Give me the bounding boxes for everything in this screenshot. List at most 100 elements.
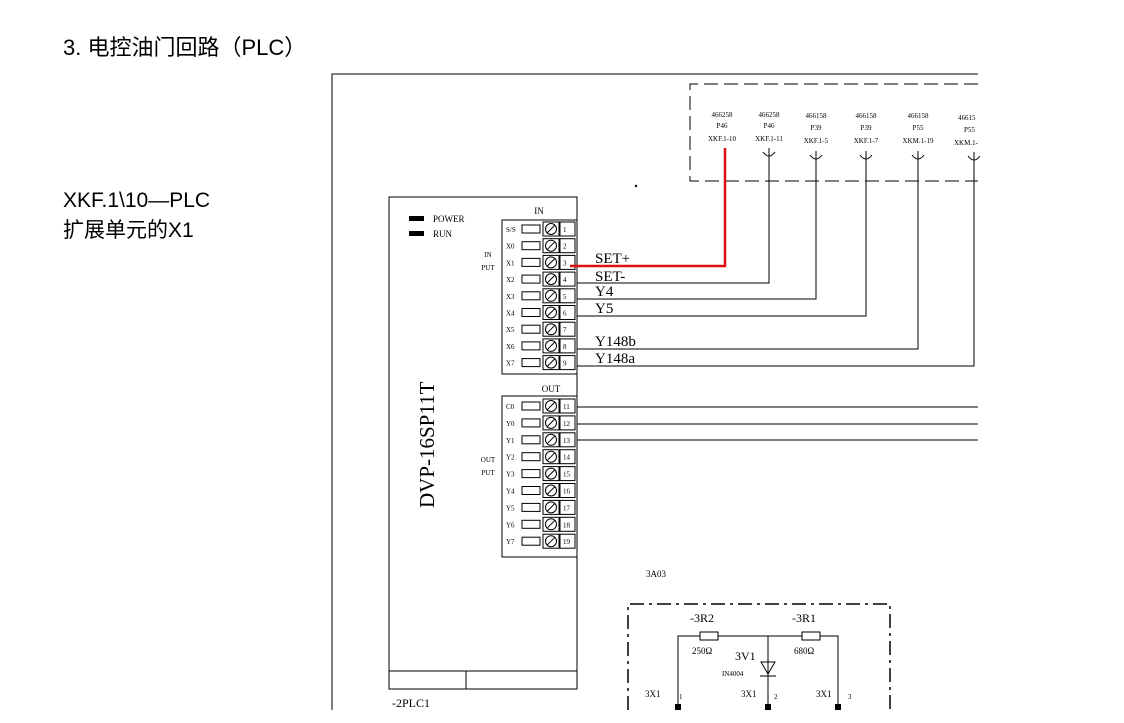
connector-1-number: 466258	[712, 111, 734, 119]
output-terminal-screw-icon	[545, 416, 557, 429]
output-terminal-screw-cell	[542, 466, 560, 482]
output-terminal-number: 17	[563, 504, 571, 512]
input-terminal-screw-slot	[546, 308, 556, 317]
module-tag: 3A03	[646, 569, 666, 579]
plc-module: -2PLC1 POWER RUN DVP-16SP11T IN PUT OUT …	[388, 196, 578, 710]
wire-label-y4: Y4	[595, 284, 614, 300]
input-terminal-screw-slot	[546, 241, 556, 251]
output-terminal-screw-icon	[545, 501, 557, 514]
input-terminal-number-cell	[559, 238, 576, 254]
output-terminal-name: Y4	[506, 488, 515, 496]
r1-label: -3R1	[792, 611, 816, 625]
connector-6-terminal: XKM.1-	[954, 139, 979, 147]
diode-label: 3V1	[735, 649, 756, 663]
input-terminal-screw-icon	[545, 339, 557, 352]
terminal-2-number: 2	[774, 693, 778, 701]
output-terminal-screw-icon	[545, 518, 557, 531]
input-terminal-screw-icon	[545, 356, 557, 369]
input-terminal-name: X5	[506, 326, 515, 334]
connector-1: 466258 P46 XKF.1-10	[708, 111, 737, 143]
output-terminal-screw-icon	[545, 467, 557, 480]
wire-label-y148b: Y148b	[595, 334, 636, 350]
run-led-icon	[409, 231, 424, 236]
output-terminal-screw-cell	[542, 398, 560, 414]
input-terminal-box-icon	[521, 274, 541, 284]
input-terminal-number-cell	[559, 321, 576, 337]
input-terminal-screw-slot	[546, 341, 556, 351]
plc-model-label: DVP-16SP11T	[415, 381, 439, 508]
output-terminal-screw-cell	[542, 415, 560, 431]
output-terminal-number: 19	[563, 538, 571, 546]
in-put-label-2: PUT	[481, 264, 495, 272]
output-terminal-box-icon	[521, 469, 541, 479]
connector-5-p: P55	[913, 124, 924, 132]
output-terminal-name: Y7	[506, 538, 515, 546]
input-terminal-name: X6	[506, 343, 515, 351]
input-terminal-number: 8	[563, 343, 567, 351]
wire-label-y148a: Y148a	[595, 351, 635, 367]
input-terminal-box-icon	[521, 241, 541, 251]
output-terminal-screw-cell	[542, 499, 560, 515]
output-terminal-name: Y5	[506, 504, 515, 512]
input-terminal-screw-icon	[545, 323, 557, 336]
wire-y148b	[577, 164, 919, 350]
input-terminal-number-cell	[559, 254, 576, 270]
input-terminal-screw-cell	[542, 254, 560, 270]
output-terminal-box-icon	[521, 452, 541, 462]
page-heading: 3. 电控油门回路（PLC）	[63, 35, 307, 60]
output-terminal-screw-slot	[546, 452, 556, 462]
wires	[577, 161, 978, 441]
connector-5-number: 466158	[908, 112, 930, 120]
input-terminal-name: X7	[506, 360, 515, 368]
output-terminal-screw-slot	[546, 503, 556, 512]
terminal-3-icon	[835, 704, 841, 710]
input-terminal-screw-slot	[546, 291, 556, 301]
input-terminal-name: X4	[506, 310, 515, 318]
terminal-2-label: 3X1	[741, 689, 757, 699]
input-terminal-box-icon	[521, 358, 541, 368]
wire-label-set-plus: SET+	[595, 251, 630, 267]
output-terminal-screw-cell	[542, 449, 560, 465]
connector-1-p: P46	[717, 122, 728, 130]
output-terminal-screw-slot	[546, 401, 556, 411]
output-terminal-number-cell	[559, 398, 576, 414]
output-terminal-number: 12	[563, 420, 571, 428]
output-terminal-screw-cell	[542, 516, 560, 532]
terminal-3-label: 3X1	[816, 689, 832, 699]
output-terminal-screw-cell	[542, 432, 560, 448]
connector-5: 466158 P55 XKM.1-19	[903, 112, 934, 164]
input-terminal-number-cell	[559, 288, 576, 304]
connector-1-terminal: XKF.1-10	[708, 135, 737, 143]
input-terminal-number: 9	[563, 360, 567, 368]
output-terminal-number-cell	[559, 533, 576, 549]
input-terminal-screw-cell	[542, 321, 560, 337]
input-terminal-screw-icon	[545, 223, 557, 235]
input-terminal-number: 2	[563, 243, 567, 251]
in-put-label-1: IN	[484, 251, 491, 259]
input-terminal-screw-icon	[545, 256, 557, 269]
input-terminal-number-cell	[559, 305, 576, 320]
input-terminal-number-cell	[559, 271, 576, 287]
annotation-note: XKF.1\10—PLC 扩展单元的X1	[63, 186, 210, 246]
wire-set-plus-highlight	[570, 148, 727, 268]
input-terminal-screw-cell	[542, 355, 560, 371]
connector-4-number: 466158	[856, 112, 878, 120]
output-terminal-name: Y2	[506, 454, 515, 462]
input-terminal-box-icon	[521, 324, 541, 334]
connector-3: 466158 P39 XKF.1-5	[804, 112, 829, 164]
output-terminal-screw-slot	[546, 418, 556, 428]
input-terminal-screw-cell	[542, 238, 560, 254]
output-terminal-7: Y5 17	[506, 499, 576, 515]
output-terminal-number-cell	[559, 415, 576, 431]
connector-6-p: P55	[964, 126, 975, 134]
input-terminal-box-icon	[521, 308, 541, 317]
output-terminal-screw-icon	[545, 400, 557, 412]
output-terminal-box-icon	[521, 536, 541, 546]
